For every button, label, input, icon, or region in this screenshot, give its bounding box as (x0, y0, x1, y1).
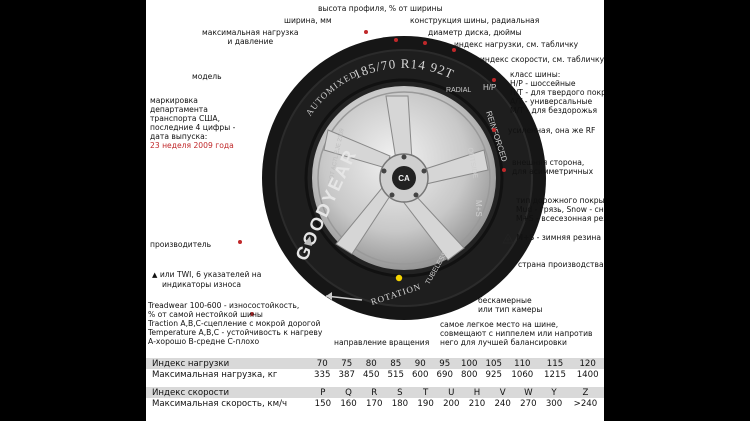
label-country: страна производства (518, 260, 604, 269)
table-cell: R (361, 387, 388, 398)
table-cell: 180 (391, 398, 409, 409)
table-cell: 1400 (576, 369, 599, 380)
table-cell: 85 (383, 358, 408, 369)
table-row: Индекс нагрузки 70 75 80 85 90 95 100 10… (146, 358, 604, 369)
twi-triangle-icon: ▲ (152, 271, 158, 279)
table-cell: 200 (443, 398, 460, 409)
infographic-panel: CA 185/70 R14 92T RADIAL H/P AUTOMIXED D… (146, 0, 604, 421)
table-cell: 190 (417, 398, 434, 409)
max-speed-header: Максимальная скорость, км/ч (152, 398, 288, 409)
index-tables: Индекс нагрузки 70 75 80 85 90 95 100 10… (146, 358, 604, 409)
table-cell: 240 (494, 398, 511, 409)
table-cell: 115 (538, 358, 572, 369)
table-cell: P (310, 387, 336, 398)
hub-logo: CA (398, 174, 410, 183)
pointer-dot (452, 48, 456, 52)
table-cell: 300 (545, 398, 563, 409)
table-cell: H (464, 387, 490, 398)
table-cell: 450 (363, 369, 380, 380)
label-model: модель (192, 72, 222, 81)
label-winter: M+S - зимняя резина (502, 232, 601, 244)
table-cell: 170 (366, 398, 383, 409)
label-outer-side: внешняя сторона,для асимметричных (512, 158, 594, 176)
pointer-dot (394, 38, 398, 42)
table-cell: 75 (334, 358, 359, 369)
label-rim-diameter: диаметр диска, дюймы (428, 28, 522, 37)
table-cell: 150 (314, 398, 332, 409)
table-cell: 95 (432, 358, 457, 369)
radial-text: RADIAL (446, 87, 471, 94)
label-road-type: тип дорожного покрытия, Mud - грязь, Sno… (516, 196, 604, 223)
label-speed-index: индекс скорости, см. табличку (480, 55, 604, 64)
label-twi: ▲ или TWI, 6 указателей на индикаторы из… (152, 270, 262, 289)
pointer-dot (502, 168, 506, 172)
table-cell: 690 (436, 369, 453, 380)
table-cell: T (412, 387, 439, 398)
snowflake-mountain-icon (502, 232, 514, 244)
table-cell: 800 (461, 369, 478, 380)
table-row: Индекс скорости P Q R S T U H V W Y Z (146, 387, 604, 398)
pointer-dot (364, 30, 368, 34)
speed-index-table: Индекс скорости P Q R S T U H V W Y Z Ма… (146, 387, 604, 409)
table-cell: 90 (408, 358, 433, 369)
load-index-table: Индекс нагрузки 70 75 80 85 90 95 100 10… (146, 358, 604, 380)
table-cell: >240 (573, 398, 598, 409)
table-cell: 105 (481, 358, 506, 369)
table-cell: 80 (359, 358, 384, 369)
pointer-dot (423, 41, 427, 45)
max-load-header: Максимальная нагрузка, кг (152, 369, 278, 380)
label-tire-class: класс шины: H/P - шоссейные H/T - для тв… (510, 70, 604, 115)
table-cell: 100 (457, 358, 482, 369)
label-reinforced: усиленная, она же RF (508, 126, 596, 135)
label-light-spot: самое легкое место на шине, совмещают с … (440, 320, 593, 347)
pointer-dot (238, 240, 242, 244)
hp-text: H/P (483, 83, 496, 92)
hub-cap (392, 166, 416, 190)
table-cell: W (515, 387, 542, 398)
table-cell: 335 (314, 369, 331, 380)
pointer-dot (492, 78, 496, 82)
label-dot-date: 23 неделя 2009 года (150, 141, 234, 150)
table-row: Максимальная нагрузка, кг 335 387 450 51… (146, 369, 604, 380)
tire-illustration: CA 185/70 R14 92T RADIAL H/P AUTOMIXED D… (262, 36, 546, 320)
label-treadwear: Treadwear 100-600 - износостойкость, % о… (148, 301, 323, 346)
table-cell: 1060 (511, 369, 534, 380)
table-cell: 120 (571, 358, 604, 369)
label-width: ширина, мм (284, 16, 332, 25)
table-cell: V (489, 387, 516, 398)
table-cell: 160 (340, 398, 357, 409)
table-cell: U (438, 387, 465, 398)
load-index-header: Индекс нагрузки (146, 358, 310, 369)
label-rotation-direction: направление вращения (334, 338, 430, 347)
table-row: Максимальная скорость, км/ч 150 160 170 … (146, 398, 604, 409)
label-construction: конструкция шины, радиальная (410, 16, 540, 25)
label-load-index: индекс нагрузки, см. табличку (454, 40, 579, 49)
table-cell: 1215 (544, 369, 566, 380)
table-cell: 70 (310, 358, 335, 369)
table-cell: S (387, 387, 413, 398)
table-cell: Z (566, 387, 604, 398)
rim-spokes (323, 95, 489, 261)
ms-text: M+S (474, 200, 483, 217)
table-cell: 925 (485, 369, 502, 380)
light-spot-marker (395, 274, 403, 282)
table-cell: 210 (468, 398, 486, 409)
table-cell: 515 (387, 369, 404, 380)
table-cell: 110 (506, 358, 539, 369)
label-manufacturer: производитель (150, 240, 212, 249)
speed-index-header: Индекс скорости (146, 387, 310, 398)
label-profile-height: высота профиля, % от ширины (318, 4, 443, 13)
table-cell: 270 (520, 398, 537, 409)
pointer-dot (250, 312, 254, 316)
table-cell: Q (335, 387, 362, 398)
label-dot-marking: маркировка департамента транспорта США, … (150, 96, 236, 150)
table-cell: 600 (412, 369, 429, 380)
table-cell: 387 (338, 369, 355, 380)
pointer-dot (492, 128, 496, 132)
twi-triangle-icon (304, 236, 312, 246)
table-cell: Y (541, 387, 567, 398)
